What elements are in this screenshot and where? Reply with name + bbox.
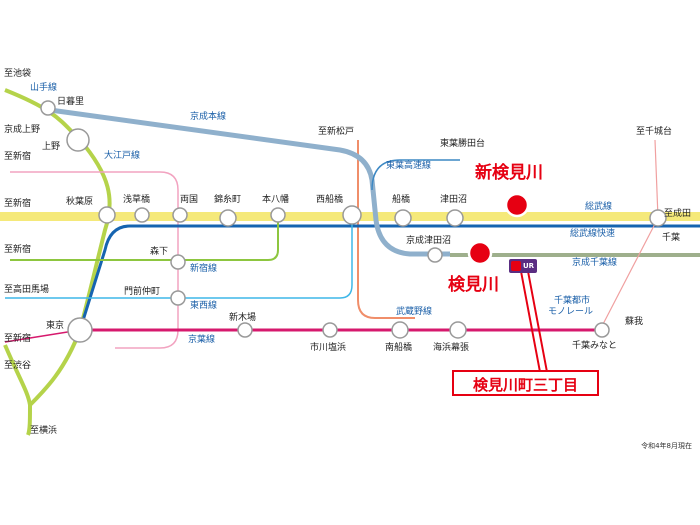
direction-takadanobaba: 至高田馬場	[4, 285, 50, 295]
sobu-rapid-line	[78, 224, 700, 331]
station-motoyawata-marker	[270, 207, 286, 223]
station-minami-funabashi: 南船橋	[385, 343, 413, 353]
line-tozai: 東西線	[190, 301, 218, 311]
station-kaihin-makuhari-marker	[449, 321, 467, 339]
station-ryogoku-marker	[172, 207, 188, 223]
station-chiba-marker	[649, 209, 667, 227]
station-keisei-tsudanuma-marker	[427, 247, 443, 263]
ur-logo-text: UR	[523, 262, 535, 270]
station-funabashi: 船橋	[392, 195, 411, 205]
direction-shibuya: 至渋谷	[4, 361, 32, 371]
station-monzen-nakacho-marker	[170, 290, 186, 306]
station-akihabara-marker	[98, 206, 116, 224]
direction-narita: 至成田	[664, 209, 692, 219]
station-akihabara: 秋葉原	[66, 197, 94, 207]
station-chiba-minato: 千葉みなと	[572, 341, 618, 351]
station-monzen-nakacho: 門前仲町	[124, 287, 161, 297]
station-keisei-tsudanuma: 京成津田沼	[406, 236, 452, 246]
line-shinjuku: 新宿線	[190, 264, 218, 274]
station-tokyo-marker	[67, 317, 93, 343]
station-shinkiba-marker	[237, 322, 253, 338]
yamanote-line-south	[26, 404, 32, 436]
yamanote-line-west	[3, 344, 32, 406]
station-ueno-marker	[66, 128, 90, 152]
line-monorail-2: モノレール	[548, 307, 594, 317]
direction-ikebukuro: 至池袋	[4, 69, 32, 79]
station-nishifunabashi-marker	[342, 205, 362, 225]
line-keisei-main: 京成本線	[190, 112, 227, 122]
station-asakusabashi-marker	[134, 207, 150, 223]
station-nippori-marker	[40, 100, 56, 116]
line-sobu: 総武線	[585, 202, 613, 212]
direction-shinjuku-1: 至新宿	[4, 152, 32, 162]
station-motoyawata: 本八幡	[262, 195, 290, 205]
station-funabashi-marker	[394, 209, 412, 227]
direction-chishirodai: 至千城台	[636, 127, 673, 137]
line-monorail-1: 千葉都市	[554, 296, 591, 306]
line-yamanote: 山手線	[30, 83, 58, 93]
tozai-line	[5, 212, 353, 299]
highlight-shin-kemigawa: 新検見川	[475, 163, 543, 183]
station-toyo-katsutadai: 東葉勝田台	[440, 139, 486, 149]
keisei-main-line	[49, 107, 450, 257]
ur-logo: UR	[509, 259, 537, 273]
station-chiba-minato-marker	[594, 322, 610, 338]
line-oedo: 大江戸線	[104, 151, 141, 161]
station-nippori: 日暮里	[57, 97, 85, 107]
callout-kemigawa-3chome: 検見川町三丁目	[452, 370, 599, 396]
station-ryogoku: 両国	[180, 195, 199, 205]
direction-shinjuku-3: 至新宿	[4, 245, 32, 255]
direction-shinmatsudo: 至新松戸	[318, 127, 355, 137]
line-sobu-rapid: 総武線快速	[570, 229, 616, 239]
station-minami-funabashi-marker	[391, 321, 409, 339]
station-kaihin-makuhari: 海浜幕張	[433, 343, 470, 353]
highlight-kemigawa: 検見川	[448, 275, 499, 295]
ur-logo-mark	[511, 261, 521, 271]
direction-yokohama: 至横浜	[30, 426, 58, 436]
musashino-line	[357, 140, 415, 319]
line-keiyo: 京葉線	[188, 335, 216, 345]
station-soga: 蘇我	[625, 317, 644, 327]
station-tsudanuma-marker	[446, 209, 464, 227]
date-note: 令和4年8月現在	[641, 442, 692, 450]
toyo-line	[371, 159, 460, 191]
direction-shinjuku-2: 至新宿	[4, 199, 32, 209]
line-keisei-chiba: 京成千葉線	[572, 258, 618, 268]
station-tsudanuma: 津田沼	[440, 195, 468, 205]
station-ichikawa-shiohama-marker	[322, 322, 338, 338]
station-ueno: 上野	[42, 142, 61, 152]
station-asakusabashi: 浅草橋	[123, 195, 151, 205]
yamanote-line	[4, 88, 112, 407]
station-tokyo: 東京	[46, 321, 65, 331]
line-musashino: 武蔵野線	[396, 307, 433, 317]
station-nishifunabashi: 西船橋	[316, 195, 344, 205]
station-morishita-marker	[170, 254, 186, 270]
station-morishita: 森下	[150, 247, 169, 257]
direction-shinjuku-4: 至新宿	[4, 334, 32, 344]
station-ichikawa-shiohama: 市川塩浜	[310, 343, 347, 353]
kemigawa-marker	[467, 240, 493, 266]
shin-kemigawa-marker	[504, 192, 530, 218]
line-toyo-rapid: 東葉高速線	[386, 161, 432, 171]
station-chiba: 千葉	[662, 233, 681, 243]
station-kinshicho: 錦糸町	[214, 195, 242, 205]
shinjuku-line	[10, 212, 279, 261]
station-keisei-ueno: 京成上野	[4, 125, 41, 135]
station-shinkiba: 新木場	[229, 313, 257, 323]
callout-pointer	[519, 265, 548, 373]
station-kinshicho-marker	[219, 209, 237, 227]
